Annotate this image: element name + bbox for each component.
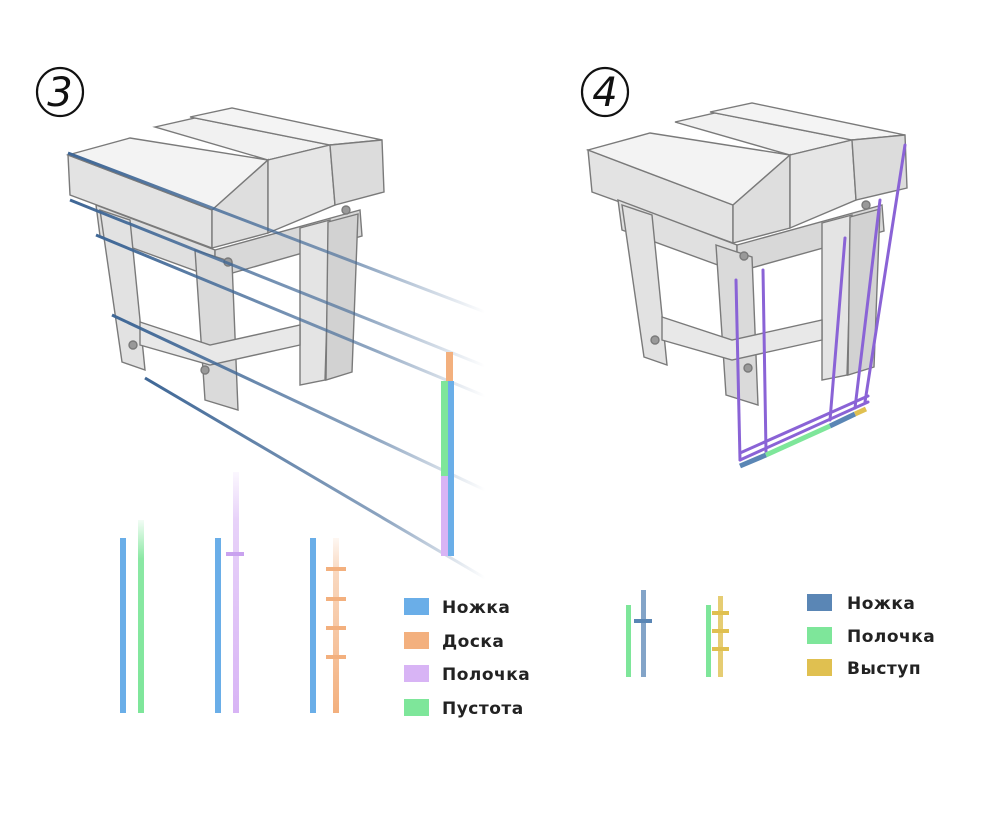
- stool4-bolt-2: [740, 252, 748, 260]
- stool3-bolt-1: [129, 341, 137, 349]
- measure-bar-3: [441, 352, 454, 556]
- scale4b-ledge-bar: [718, 596, 723, 677]
- step-4-badge: 4: [582, 68, 628, 116]
- scale3c-marker-3: [326, 626, 346, 630]
- legend4-label-leg: Ножка: [847, 594, 915, 614]
- scale4a-marker: [634, 619, 652, 623]
- legend4-item-shelf: Полочка: [807, 627, 935, 647]
- legend3-swatch-board: [404, 632, 429, 649]
- legend3-label-leg: Ножка: [442, 598, 510, 618]
- stool3-plank-side-3: [330, 140, 384, 205]
- scale3b-shelf-bar: [233, 472, 239, 713]
- stool4-bolt-4: [744, 364, 752, 372]
- step-3-badge: 3: [37, 68, 83, 116]
- legend3-label-board: Доска: [442, 632, 504, 652]
- scale3c-leg-bar: [310, 538, 316, 713]
- measure3-leg-segment: [448, 381, 454, 556]
- purple-floor-line-1: [740, 402, 868, 460]
- proportion-scale-3c: [310, 538, 370, 713]
- legend3-label-void: Пустота: [442, 699, 524, 719]
- legend4-item-leg: Ножка: [807, 594, 915, 614]
- floor-segment-bar-4: [740, 409, 866, 466]
- legend3-item-board: Доска: [404, 632, 504, 652]
- floor4-shelf-segment: [766, 426, 830, 455]
- scale3c-board-bar: [333, 538, 339, 713]
- scale3b-marker: [226, 552, 244, 556]
- legend3-item-shelf: Полочка: [404, 665, 530, 685]
- proportion-scale-3b: [215, 472, 275, 713]
- stool3-leg-side-right: [326, 214, 358, 380]
- proportion-scale-4a: [626, 590, 682, 677]
- legend3-item-void: Пустота: [404, 699, 524, 719]
- step-3-number: 3: [47, 70, 72, 116]
- stool-sketch-3: [68, 108, 384, 410]
- scale4a-shelf-bar: [626, 605, 631, 677]
- legend4-swatch-ledge: [807, 659, 832, 676]
- stool3-bolt-4: [201, 366, 209, 374]
- legend4-item-ledge: Выступ: [807, 659, 921, 679]
- legend-4: Ножка Полочка Выступ: [807, 594, 935, 679]
- legend3-swatch-void: [404, 699, 429, 716]
- legend-3: Ножка Доска Полочка Пустота: [404, 598, 530, 719]
- scale4a-leg-bar: [641, 590, 646, 677]
- stool-sketch-4: [588, 103, 907, 405]
- stool4-bolt-1: [651, 336, 659, 344]
- scale3c-marker-2: [326, 597, 346, 601]
- legend4-swatch-shelf: [807, 627, 832, 644]
- scale3c-marker-4: [326, 655, 346, 659]
- measure3-void-segment: [441, 381, 448, 476]
- legend4-swatch-leg: [807, 594, 832, 611]
- legend3-swatch-shelf: [404, 665, 429, 682]
- floor4-ledge-segment: [855, 409, 866, 414]
- scale4b-marker-3: [712, 647, 729, 651]
- stool3-leg-front-right: [195, 250, 238, 410]
- stool4-leg-back-right: [822, 215, 852, 380]
- scale4b-marker-1: [712, 611, 729, 615]
- scale3a-leg-bar: [120, 538, 126, 713]
- legend4-label-ledge: Выступ: [847, 659, 921, 679]
- scale3c-marker-1: [326, 567, 346, 571]
- measure3-board-segment: [446, 352, 453, 382]
- guide-line-apron: [96, 235, 485, 396]
- step-4-number: 4: [592, 70, 617, 116]
- legend3-label-shelf: Полочка: [442, 665, 530, 685]
- scale4b-marker-2: [712, 629, 729, 633]
- scale3b-leg-bar: [215, 538, 221, 713]
- stool4-bolt-3: [862, 201, 870, 209]
- proportion-scale-4b: [706, 596, 762, 677]
- legend3-swatch-leg: [404, 598, 429, 615]
- legend3-item-leg: Ножка: [404, 598, 510, 618]
- floor4-leg-segment-2: [830, 414, 855, 426]
- purple-floor-line-2: [740, 396, 868, 453]
- legend4-label-shelf: Полочка: [847, 627, 935, 647]
- purple-vertical-2: [763, 270, 766, 452]
- measure3-shelf-segment: [441, 476, 448, 556]
- proportion-scale-3a: [120, 520, 180, 713]
- scale4b-shelf-bar: [706, 605, 711, 677]
- stool3-bolt-3: [342, 206, 350, 214]
